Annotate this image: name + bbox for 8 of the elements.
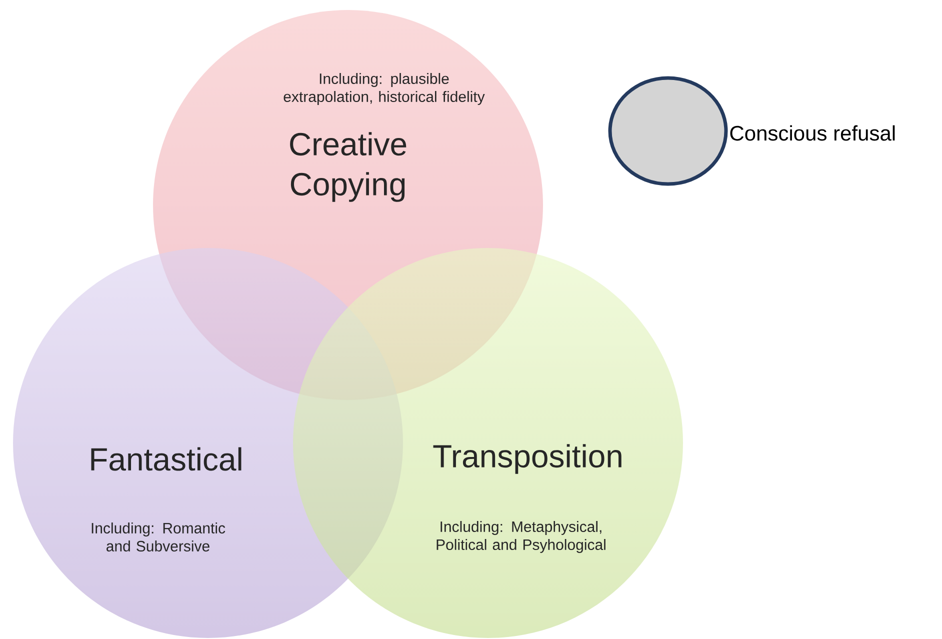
circle-label: Conscious refusal xyxy=(730,125,895,141)
circle-description: Including: Romantic and Subversive xyxy=(92,522,226,552)
circle xyxy=(608,76,728,186)
circle-heading: Creative Copying xyxy=(290,132,406,202)
circle-heading: Fantastical xyxy=(91,447,242,471)
circle-description: Including: plausible extrapolation, historical fidelity xyxy=(284,73,485,105)
circle-heading: Transposition xyxy=(433,444,622,474)
circle-description: Including: Metaphysical, Political and Psyhological xyxy=(436,521,606,553)
